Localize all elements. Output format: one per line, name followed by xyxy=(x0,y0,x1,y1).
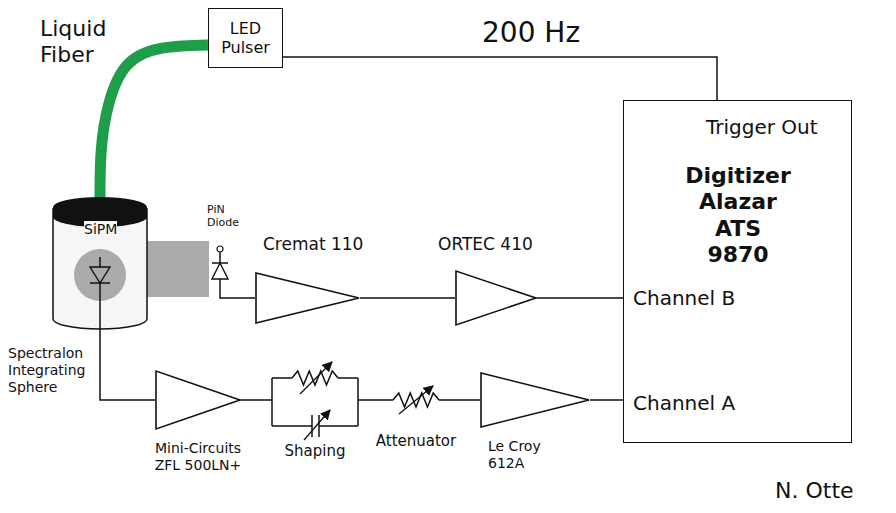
pin-diode-outline xyxy=(209,245,231,297)
wire xyxy=(99,283,101,330)
amplifier-outline xyxy=(480,372,590,428)
liquid-fiber xyxy=(100,45,208,203)
pin-diode: PiN Diode xyxy=(209,245,231,297)
wire xyxy=(272,425,312,427)
author-credit: N. Otte xyxy=(775,478,854,504)
resistor-symbol xyxy=(292,371,338,385)
diode-symbol xyxy=(90,267,110,283)
port-label: Trigger Out xyxy=(706,115,818,139)
variable-arrow xyxy=(399,386,433,414)
attenuator: Attenuator xyxy=(385,385,447,415)
component-label: Attenuator xyxy=(376,432,456,450)
signal-wire xyxy=(537,297,623,299)
diode-symbol xyxy=(212,263,228,279)
amplifier: Mini-Circuits ZFL 500LN+ xyxy=(155,370,241,430)
signal-wire xyxy=(362,399,385,401)
signal-wire xyxy=(100,330,155,400)
amplifier-label: Le Croy 612A xyxy=(488,438,554,472)
amplifier-outline xyxy=(255,272,360,324)
amplifier-outline xyxy=(155,370,241,430)
capacitor-symbol xyxy=(311,415,313,437)
amplifier-label: Cremat 110 xyxy=(263,234,363,254)
amplifier: Cremat 110 xyxy=(255,272,360,324)
terminal xyxy=(217,246,223,252)
connector-label: Liquid Fiber xyxy=(40,16,106,69)
amplifier-triangle xyxy=(156,371,240,429)
wire xyxy=(272,377,292,379)
capacitor-symbol xyxy=(318,415,320,437)
amplifier: ORTEC 410 xyxy=(455,270,537,326)
wire xyxy=(271,378,273,426)
wire xyxy=(439,399,447,401)
shaping-network: Shaping xyxy=(268,360,362,440)
sphere-label: Spectralon Integrating Sphere xyxy=(8,345,94,395)
signal-wire xyxy=(220,297,255,298)
digitizer-box: Trigger OutDigitizer Alazar ATS 9870Chan… xyxy=(623,100,852,443)
signal-wire xyxy=(360,297,455,299)
connector-label: 200 Hz xyxy=(482,16,580,50)
port-label: Channel B xyxy=(633,286,735,310)
wire xyxy=(219,252,221,263)
integrating-sphere: SiPMSpectralon Integrating Sphere xyxy=(52,195,148,330)
amplifier-label: ORTEC 410 xyxy=(438,234,533,254)
variable-arrow xyxy=(304,410,330,440)
signal-wire xyxy=(590,399,623,401)
light-port xyxy=(147,241,209,297)
pulser-box: LED Pulser xyxy=(208,8,283,68)
attenuator-outline xyxy=(385,385,447,415)
signal-wire xyxy=(447,399,480,401)
device-title: Digitizer Alazar ATS 9870 xyxy=(682,163,794,269)
wire xyxy=(319,425,358,427)
sensor-label: SiPM xyxy=(84,221,117,238)
component-label: PiN Diode xyxy=(207,203,245,229)
port-label: Channel A xyxy=(633,391,735,415)
amplifier-triangle xyxy=(456,271,536,325)
variable-arrow xyxy=(300,362,332,394)
amplifier-triangle xyxy=(256,273,359,323)
wire xyxy=(219,279,221,297)
wire xyxy=(99,257,101,267)
device-label: LED Pulser xyxy=(209,19,282,57)
amplifier-triangle xyxy=(481,373,589,427)
signal-wire xyxy=(283,57,717,100)
wire xyxy=(357,378,359,426)
wire xyxy=(385,399,393,401)
signal-wire xyxy=(241,399,268,401)
amplifier-outline xyxy=(455,270,537,326)
shaping-network-outline xyxy=(268,360,362,440)
amplifier: Le Croy 612A xyxy=(480,372,590,428)
wire xyxy=(338,377,358,379)
amplifier-label: Mini-Circuits ZFL 500LN+ xyxy=(146,440,250,474)
component-label: Shaping xyxy=(285,442,346,460)
integrating-sphere-outline xyxy=(52,195,148,330)
